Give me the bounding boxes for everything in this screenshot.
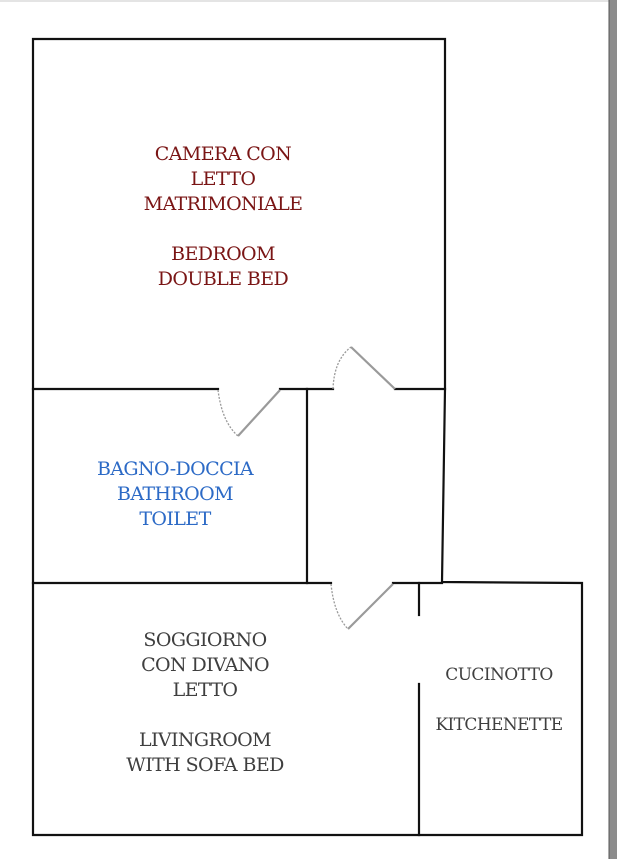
bedroom-label-en-2: DOUBLE BED [157,268,289,290]
bedroom-label-it-3: MATRIMONIALE [143,193,303,215]
bathroom-label: BAGNO-DOCCIA BATHROOM TOILET [70,457,280,532]
living-room-door [330,583,394,630]
living-label-en-1: LIVINGROOM [138,729,272,751]
bedroom-label: CAMERA CON LETTO MATRIMONIALE BEDROOM DO… [113,142,333,292]
kitchenette-label: CUCINOTTO KITCHENETTE [423,663,575,738]
kitchen-label-en: KITCHENETTE [435,715,563,735]
kitchen-label-it: CUCINOTTO [445,665,553,685]
bedroom-label-it-2: LETTO [190,168,256,190]
outer-wall [31,37,584,837]
bedroom-label-en-1: BEDROOM [171,243,275,265]
living-label-it-2: CON DIVANO [141,654,269,676]
living-room-label: SOGGIORNO CON DIVANO LETTO LIVINGROOM WI… [95,628,315,778]
page-right-shadow [609,0,617,859]
bedroom-door [332,346,396,390]
bathroom-label-3: TOILET [139,508,211,530]
bathroom-label-2: BATHROOM [116,483,234,505]
bathroom-door [217,389,281,437]
living-label-it-3: LETTO [172,679,238,701]
bedroom-label-it-1: CAMERA CON [154,143,292,165]
living-label-it-1: SOGGIORNO [143,629,267,651]
living-label-en-2: WITH SOFA BED [126,754,284,776]
bathroom-label-1: BAGNO-DOCCIA [96,458,254,480]
